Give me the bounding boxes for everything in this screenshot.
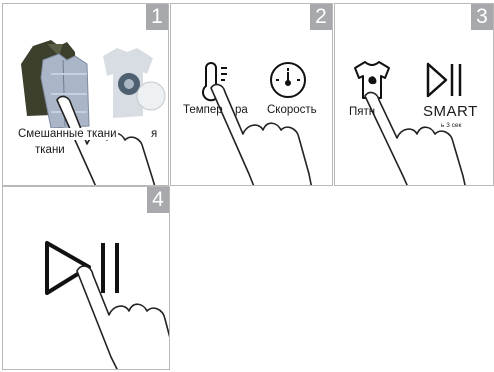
- step-2-panel: 2 Темпер ра Скорость: [170, 3, 333, 186]
- step-1-panel: 1 Смешанные ткани ткани я: [2, 3, 169, 186]
- mixed-fabrics-label: Смешанные ткани: [17, 128, 118, 140]
- second-label-tail: я: [151, 128, 158, 140]
- play-pause-icon[interactable]: [426, 62, 462, 98]
- temperature-label-head: Темпер: [183, 104, 223, 116]
- temperature-label-tail: ра: [235, 104, 248, 116]
- speed-label: Скорость: [267, 104, 317, 116]
- step-number-badge: 2: [310, 4, 332, 30]
- step-2-illustration: [202, 62, 313, 185]
- smart-label: SMART: [423, 103, 478, 120]
- tshirt-photo[interactable]: [103, 48, 166, 118]
- step-number-badge: 4: [147, 187, 169, 213]
- step-number-badge: 1: [146, 4, 168, 30]
- play-pause-icon[interactable]: [45, 241, 119, 295]
- hold-3-sec-label: ь 3 сек: [441, 122, 462, 129]
- pointing-hand-icon: [210, 83, 313, 185]
- step-4-panel: 4: [2, 186, 170, 370]
- mixed-fabrics-label-line2: ткани: [35, 144, 65, 156]
- pointing-hand-icon: [76, 265, 169, 369]
- pointing-hand-icon: [364, 91, 466, 185]
- step-1-illustration: [21, 40, 166, 185]
- stain-label: Пятн: [349, 106, 376, 118]
- step-3-panel: 3 Пятн SMART ь 3 сек: [334, 3, 494, 186]
- speedometer-icon[interactable]: [270, 62, 306, 98]
- step-4-illustration: [45, 241, 169, 369]
- step-3-illustration: [354, 61, 466, 185]
- step-number-badge: 3: [471, 4, 493, 30]
